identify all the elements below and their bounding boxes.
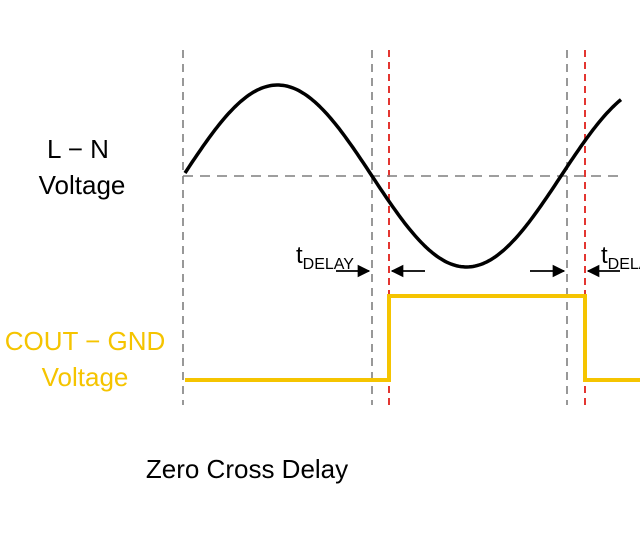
tdelay-label-2: tDELAY [601, 242, 640, 273]
tdelay-label-1: tDELAY [296, 242, 354, 273]
diagram-caption: Zero Cross Delay [146, 454, 348, 484]
tdelay-label-1-sub: DELAY [303, 256, 355, 273]
tdelay-label-1-t: t [296, 242, 303, 269]
ln-label-line2: Voltage [39, 170, 126, 200]
cout-label-line1: COUT − GND [5, 326, 166, 356]
tdelay-label-2-t: t [601, 242, 608, 269]
ln-label-line1: L − N [47, 134, 109, 164]
cout-label-line2: Voltage [42, 362, 129, 392]
tdelay-label-2-sub: DELAY [608, 256, 640, 273]
ln-voltage-sine-wave [183, 83, 623, 269]
cout-voltage-waveform [185, 294, 640, 382]
